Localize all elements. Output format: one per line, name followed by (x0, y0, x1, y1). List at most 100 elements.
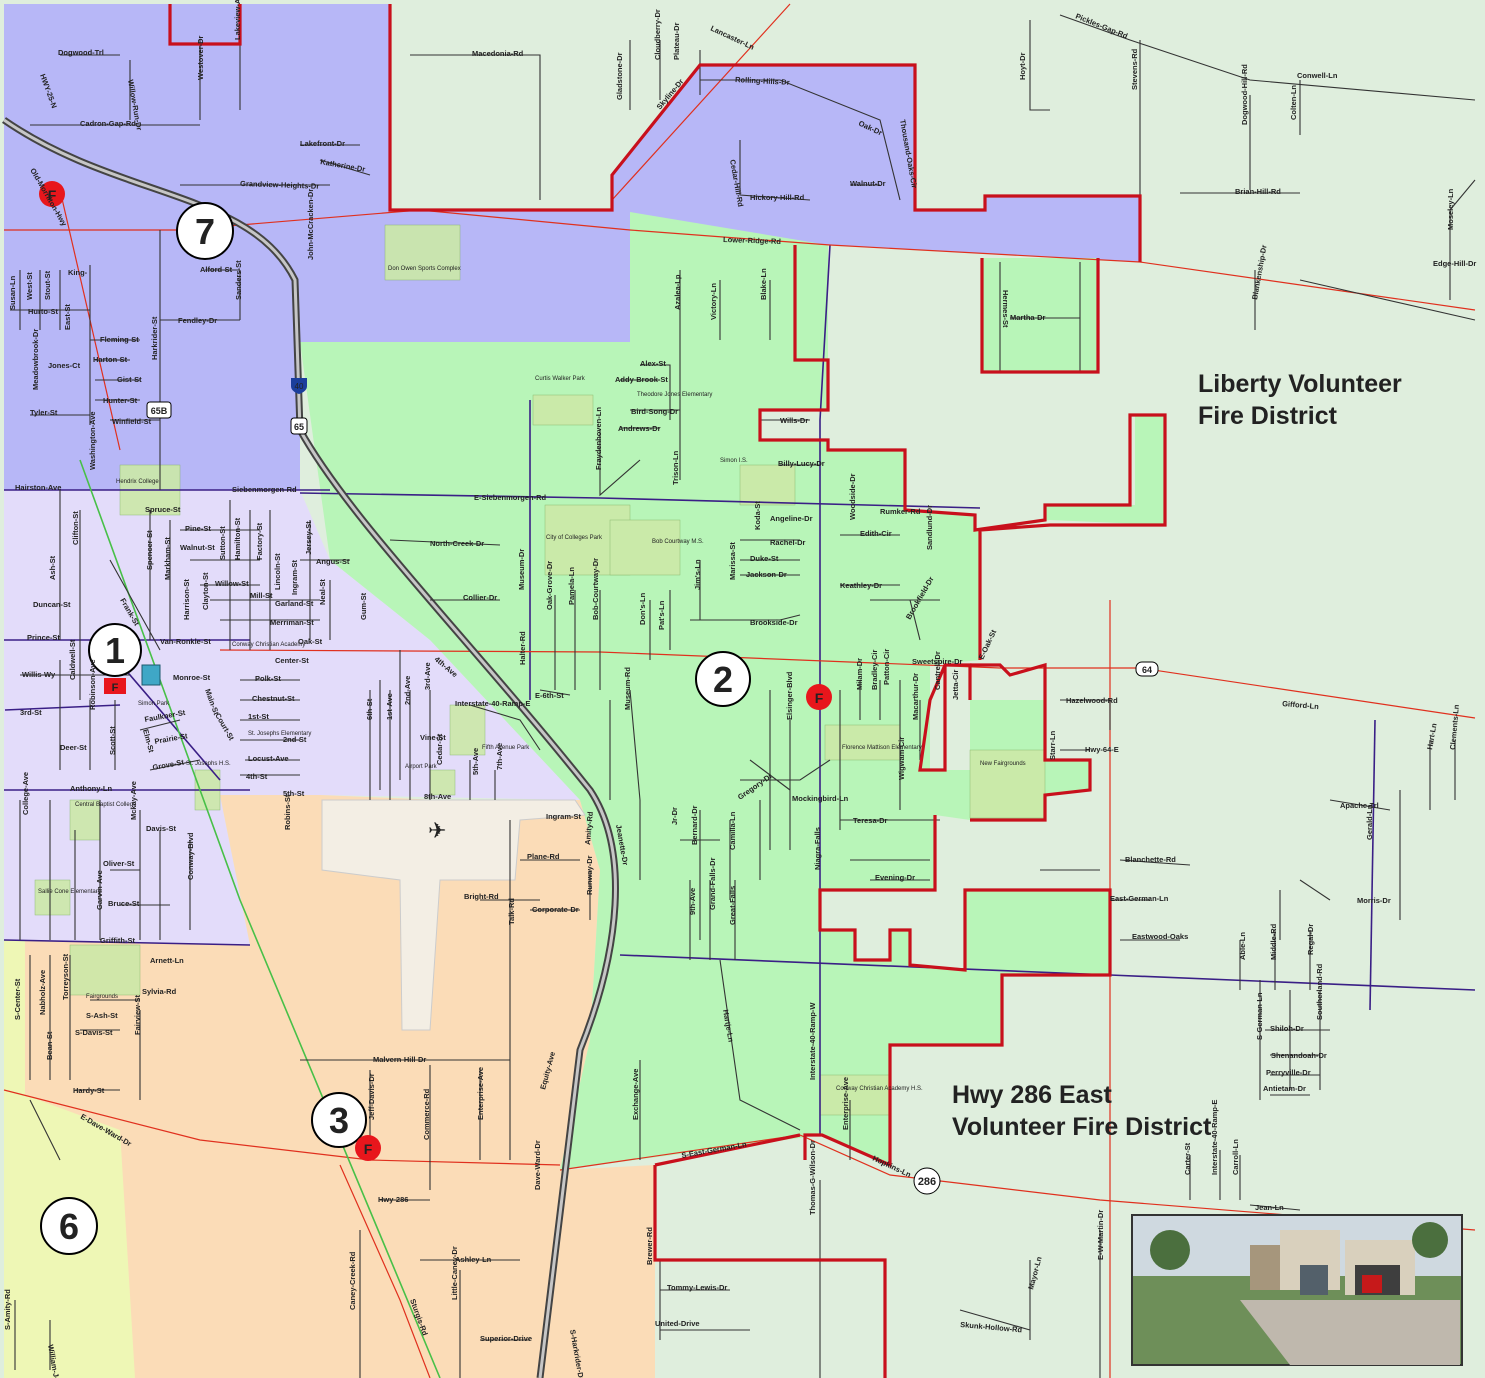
street-label: Sanders-St (234, 260, 243, 300)
street-label: John-McCracken-Dr (306, 189, 315, 260)
street-label: Garland-St (275, 599, 314, 608)
street-label: Talk-Rd (507, 898, 516, 925)
street-label: Jean-Ln (1255, 1203, 1284, 1212)
street-label: Carroll-Ln (1231, 1139, 1240, 1175)
fire-station-letter: F (112, 682, 119, 694)
street-label: Stevens-Rd (1130, 48, 1139, 90)
fire-station-icon[interactable]: F (806, 684, 832, 710)
street-label: Griffith-St (100, 936, 135, 945)
street-label: Caldwell-St (68, 639, 77, 680)
street-label: S-Amity-Rd (3, 1289, 12, 1330)
street-label: 3rd-Ave (423, 662, 432, 690)
street-label: Jones-Ct (48, 361, 81, 370)
street-label: Markham-St (163, 537, 172, 580)
street-label: Cedar-St (435, 733, 444, 765)
street-label: Willis-Wy (22, 670, 56, 679)
street-label: Cadron-Gap-Rd (80, 119, 136, 128)
street-label: East-German-Ln (1110, 894, 1169, 903)
street-label: Pamela-Ln (567, 567, 576, 605)
zone-2-marker[interactable]: 2 (695, 651, 751, 707)
airport (321, 799, 586, 1031)
street-label: Factory-St (255, 522, 264, 560)
street-label: Evening-Dr (875, 873, 915, 882)
street-label: 2nd-St (283, 735, 307, 744)
street-label: Andrews-Dr (618, 424, 661, 433)
street-label: Davis-St (146, 824, 177, 833)
highway-shields: 40 65 65B 64 286 (146, 378, 1159, 1195)
zone-7-marker[interactable]: 7 (176, 202, 234, 260)
zone-7-number: 7 (195, 211, 215, 252)
place-label: New Fairgrounds (980, 761, 1026, 767)
fire-station-icon[interactable]: F (39, 181, 65, 207)
street-label: Starr-Ln (1048, 730, 1057, 760)
place-label: Airport Park (405, 764, 438, 770)
street-label: Middle-Rd (1269, 923, 1278, 960)
street-label: Morris-Dr (1357, 896, 1391, 905)
street-label: Robinson-Ave (88, 659, 97, 710)
street-label: Arnett-Ln (150, 956, 184, 965)
street-label: Little-Caney-Dr (450, 1246, 459, 1300)
street-label: 1st-St (248, 712, 269, 721)
zone-6-number: 6 (59, 1206, 79, 1247)
zone-1-marker[interactable]: 1 (88, 623, 142, 677)
street-label: Hurto-St (28, 307, 58, 316)
street-label: Rumker-Rd (880, 507, 921, 516)
street-label: Monroe-St (173, 673, 211, 682)
street-label: Edith-Cir (860, 529, 892, 538)
street-label: Jackson-Dr (746, 570, 787, 579)
street-label: 5th-Ave (471, 748, 480, 775)
local-roads (10, 14, 1476, 1378)
place-label: Hendrix College (116, 479, 159, 485)
place-label: St. Josephs Elementary (248, 731, 311, 737)
street-label: Cantrell-Dr (933, 651, 942, 690)
street-label: Rachel-Dr (770, 538, 806, 547)
place-label: Don Owen Sports Complex (388, 266, 461, 272)
street-label: Jersey-St (304, 521, 313, 555)
zone-1-number: 1 (105, 630, 125, 671)
street-label: Malvern-Hill-Dr (373, 1055, 426, 1064)
street-label: Tommy-Lewis-Dr (667, 1283, 727, 1292)
street-label: Angeline-Dr (770, 514, 813, 523)
street-label: Stout-St (43, 270, 52, 300)
street-label: Thomas-G-Wilson-Dr (808, 1140, 817, 1215)
fire-station-icon[interactable]: F (355, 1135, 381, 1161)
hwy64-number: 64 (1142, 665, 1152, 675)
street-label: Bright-Rd (464, 892, 499, 901)
fire-station-icon[interactable]: F (104, 678, 126, 694)
street-label: Vine-St (420, 733, 446, 742)
street-label: Lakefront-Dr (300, 139, 345, 148)
street-label: Wigwam-Cir (897, 737, 906, 780)
street-label: Nabholz-Ave (38, 970, 47, 1015)
street-label: Interstate-40-Ramp-E (455, 699, 530, 708)
street-label: Alex-St (640, 359, 666, 368)
fire-station-letter: F (364, 1141, 373, 1157)
street-label: College-Ave (21, 772, 30, 815)
place-label: Florence Mattison Elementary (842, 745, 922, 751)
street-label: E-W-Martin-Dr (1096, 1210, 1105, 1260)
street-label: Spruce-St (145, 505, 181, 514)
street-label: Interstate-40-Ramp-E (1210, 1100, 1219, 1175)
street-label: Keathley-Dr (840, 581, 882, 590)
street-label: Winfield-St (112, 417, 152, 426)
place-label: Conway Christian Academy (232, 642, 305, 648)
liberty-label-line2: Fire District (1198, 402, 1338, 430)
zone-3-marker[interactable]: 3 (311, 1092, 367, 1148)
street-label: 6th-St (365, 698, 374, 720)
street-label: 2nd-Ave (403, 676, 412, 705)
zone-6-marker[interactable]: 6 (40, 1197, 98, 1255)
street-label: S-Ash-St (86, 1011, 118, 1020)
street-label: S-Davis-St (75, 1028, 113, 1037)
street-label: Westover-Dr (196, 35, 205, 80)
street-label: Superior-Drive (480, 1334, 532, 1343)
street-label: Museum-Rd (623, 667, 632, 710)
place-label: Curtis Walker Park (535, 376, 586, 382)
street-label: Don's-Ln (638, 592, 647, 625)
place-label: Theodore Jones Elementary (637, 392, 712, 398)
liberty-district-label: Liberty Volunteer Fire District (1198, 370, 1402, 430)
place-label: Sallie Cone Elementary (38, 889, 101, 895)
street-label: Susan-Ln (8, 275, 17, 310)
street-label: Lincoln-St (273, 553, 282, 590)
street-label: Duncan-St (33, 600, 71, 609)
